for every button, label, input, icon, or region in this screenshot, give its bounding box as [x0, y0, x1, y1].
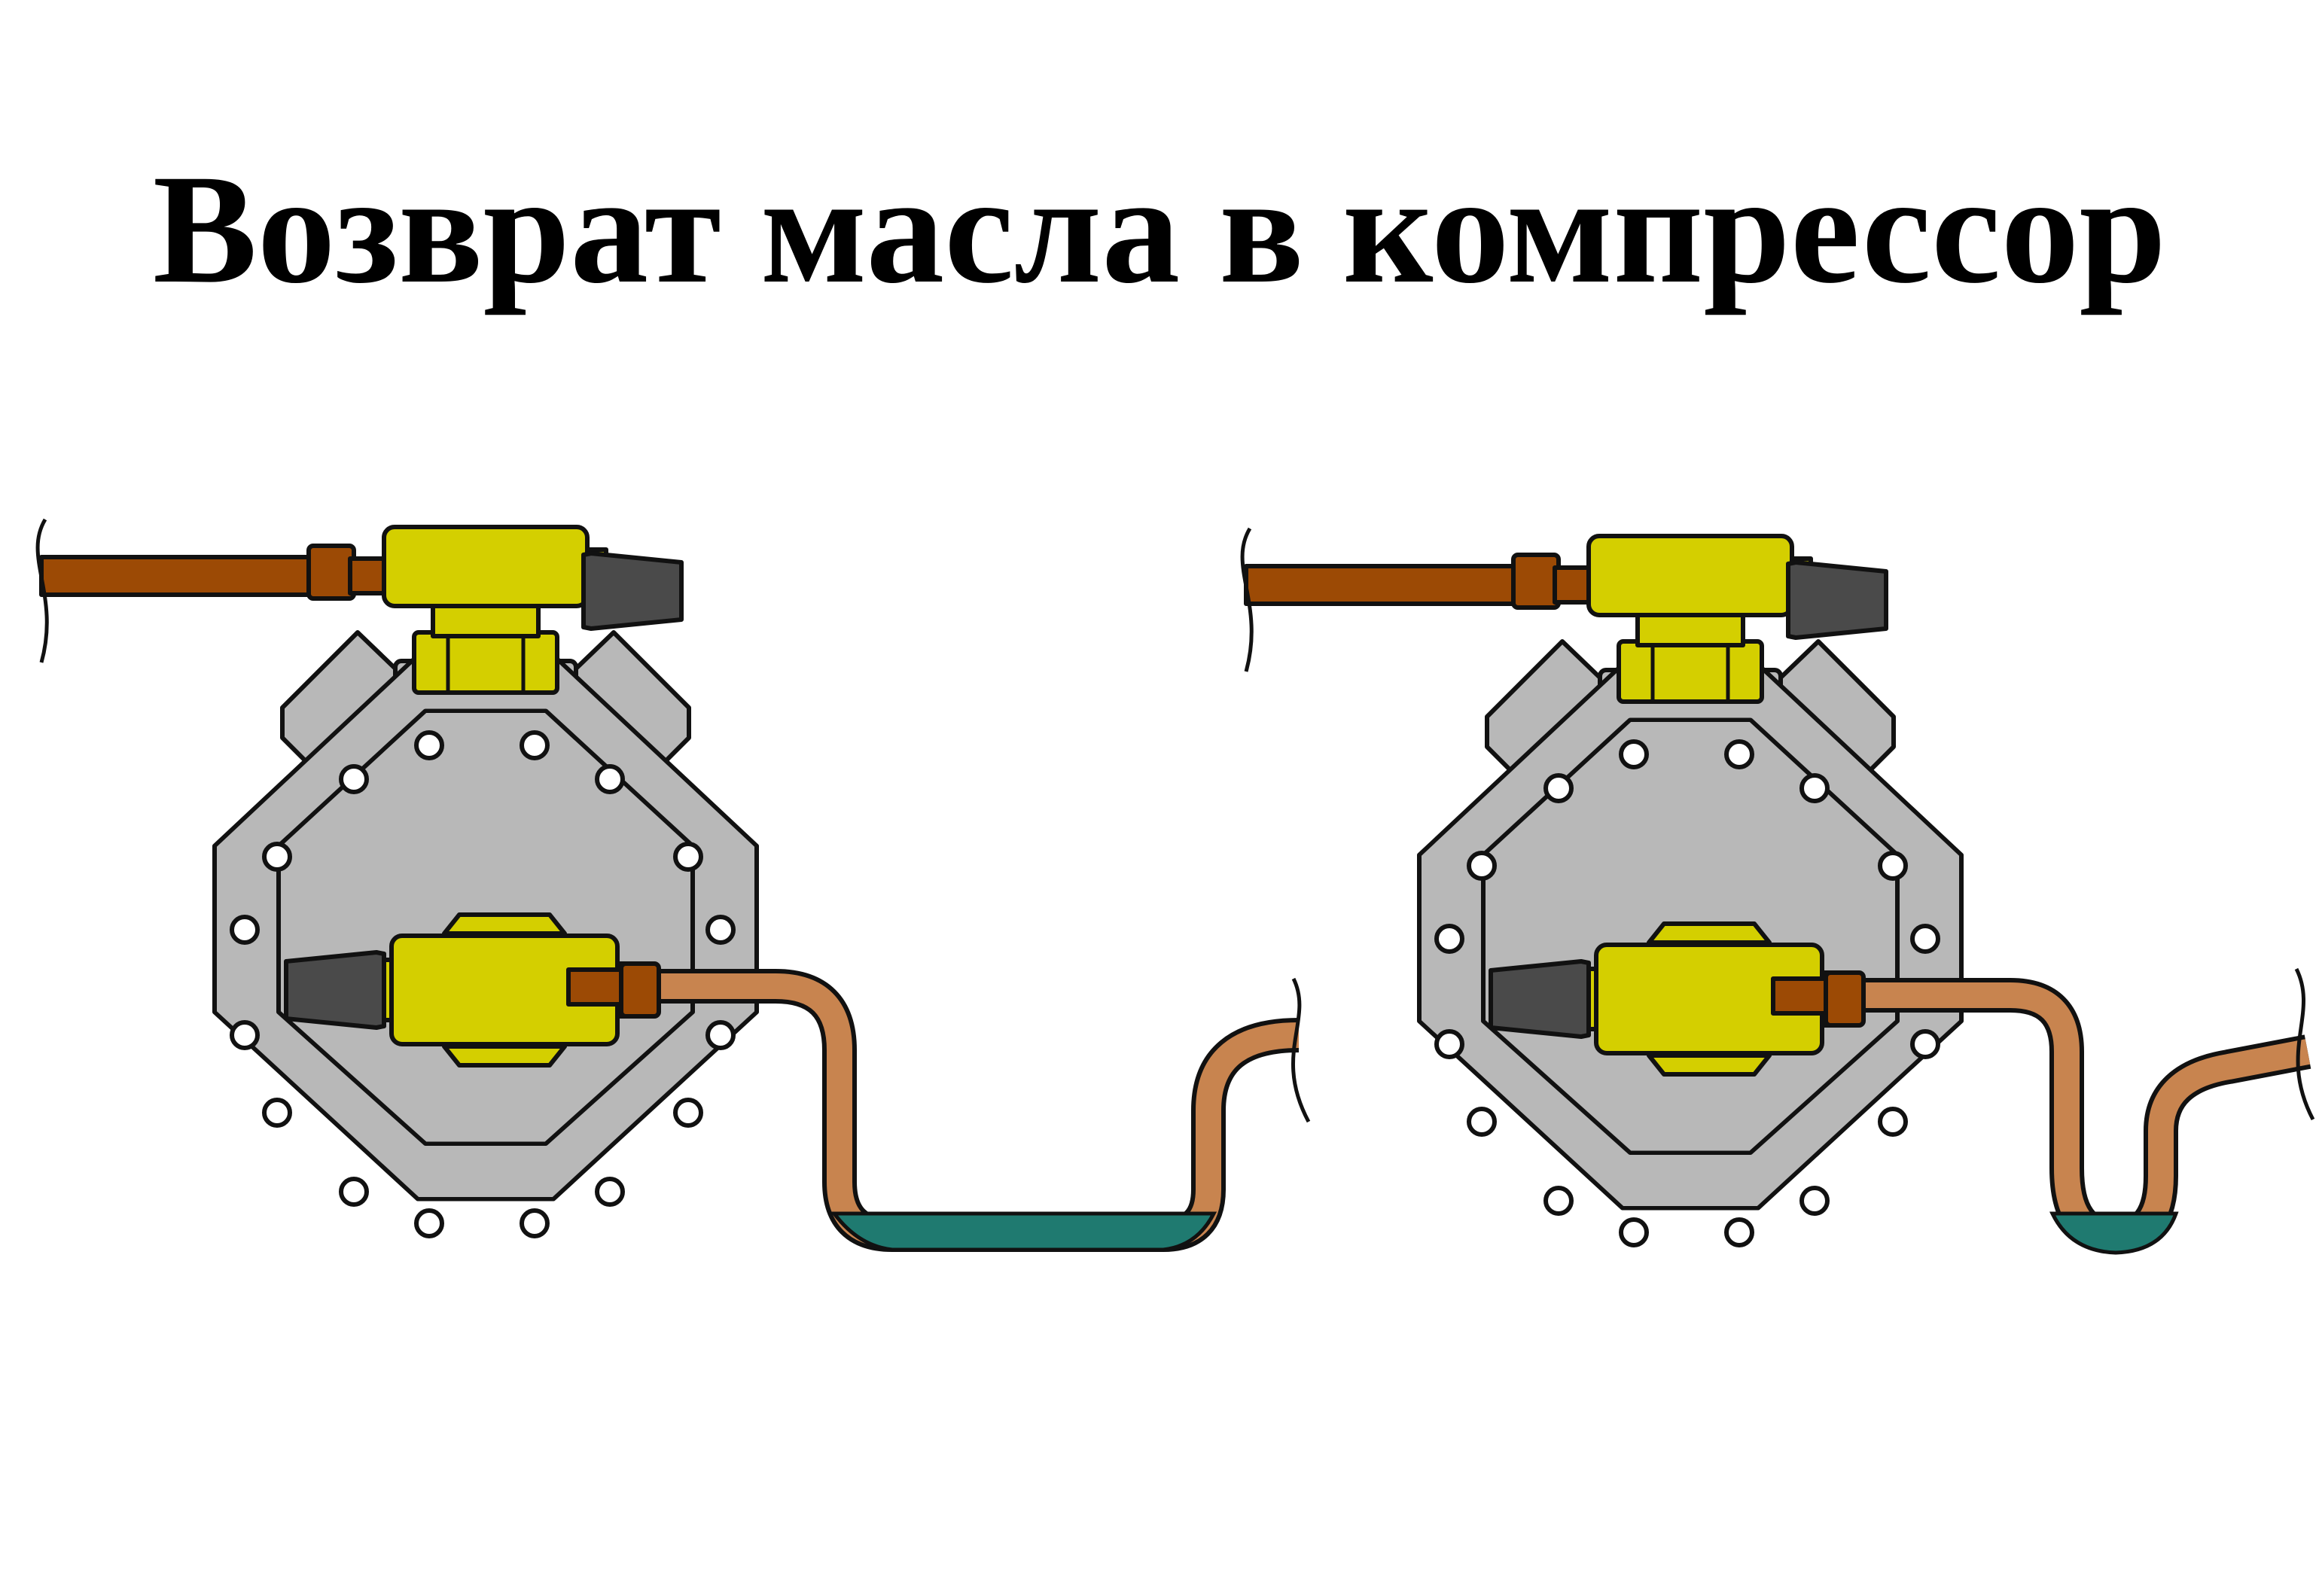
page-title: Возврат масла в компрессор	[152, 142, 2167, 315]
discharge-valve-cap	[1491, 961, 1589, 1037]
suction-line	[1240, 527, 1614, 672]
discharge-valve-cap	[286, 952, 384, 1028]
oil-pool	[2049, 1211, 2179, 1255]
oil-pool	[830, 1211, 1217, 1252]
discharge-line	[1860, 967, 2315, 1253]
discharge-copper-stub	[566, 961, 661, 1019]
discharge-copper-stub	[1771, 970, 1866, 1028]
right-compressor	[1240, 527, 2315, 1255]
top-valve-cap	[1788, 562, 1886, 638]
top-valve-cap	[584, 553, 681, 629]
left-compressor	[35, 518, 1311, 1252]
